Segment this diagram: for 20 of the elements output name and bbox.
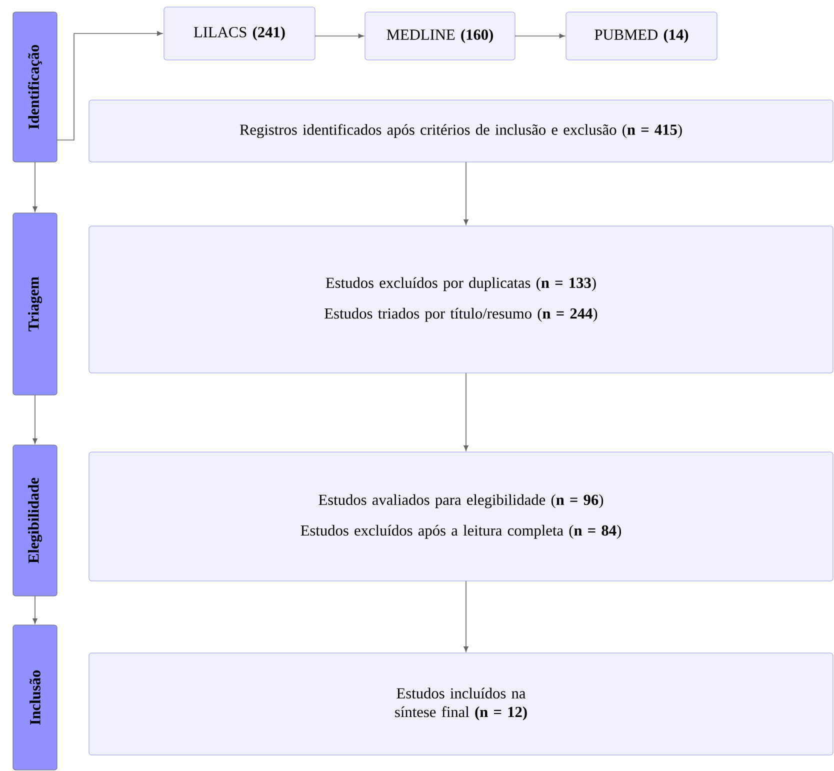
process-box: PUBMED (14) [566, 12, 718, 60]
arrow [464, 372, 468, 451]
arrow [32, 596, 38, 624]
process-box: Estudos excluídos por duplicatas (n = 133) Estudos triados por título/resumo (n = 244) [88, 226, 834, 374]
stage-label: Elegibilidade [12, 444, 58, 596]
arrow [514, 34, 565, 38]
arrow [32, 162, 38, 212]
arrow [32, 394, 38, 444]
process-box: Estudos avaliados para elegibilidade (n = 96) Estudos excluídos após a leitura completa (n = 84) [88, 452, 834, 582]
stage-label: Triagem [12, 212, 58, 396]
stage-label: Inclusão [12, 624, 58, 770]
stage-label: Identificação [12, 12, 58, 162]
arrow [464, 162, 468, 225]
arrow [56, 31, 163, 140]
process-box: Estudos incluídos na síntese final (n = 12) [88, 652, 834, 756]
arrow [314, 34, 364, 38]
process-box: LILACS (241) [164, 6, 316, 60]
arrow [464, 580, 468, 652]
process-box: Registros identificados após critérios de inclusão e exclusão (n = 415) [88, 100, 834, 162]
process-box: MEDLINE (160) [364, 12, 516, 60]
